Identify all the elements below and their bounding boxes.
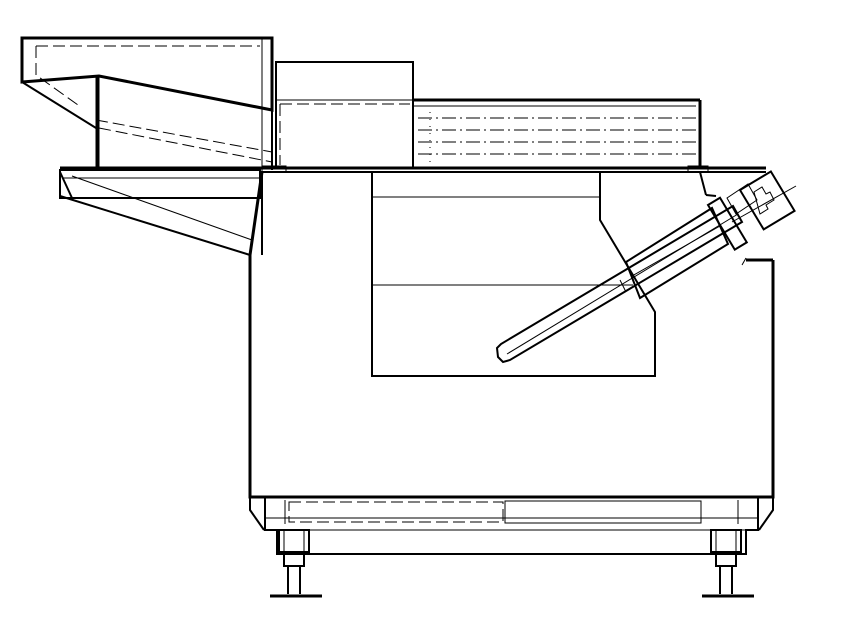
leveling-foot-left [270, 529, 322, 598]
leveling-foot-right [702, 529, 754, 598]
base-frame [249, 496, 774, 555]
upper-housing [275, 61, 702, 169]
sieve-section [413, 105, 696, 166]
main-cabinet [248, 171, 775, 499]
angled-shaft-assembly [495, 170, 797, 364]
process-chamber [371, 172, 656, 377]
feed-hopper [20, 36, 274, 170]
hopper-chute [21, 76, 273, 168]
table-top [60, 165, 766, 173]
discharge-chute [59, 169, 262, 256]
